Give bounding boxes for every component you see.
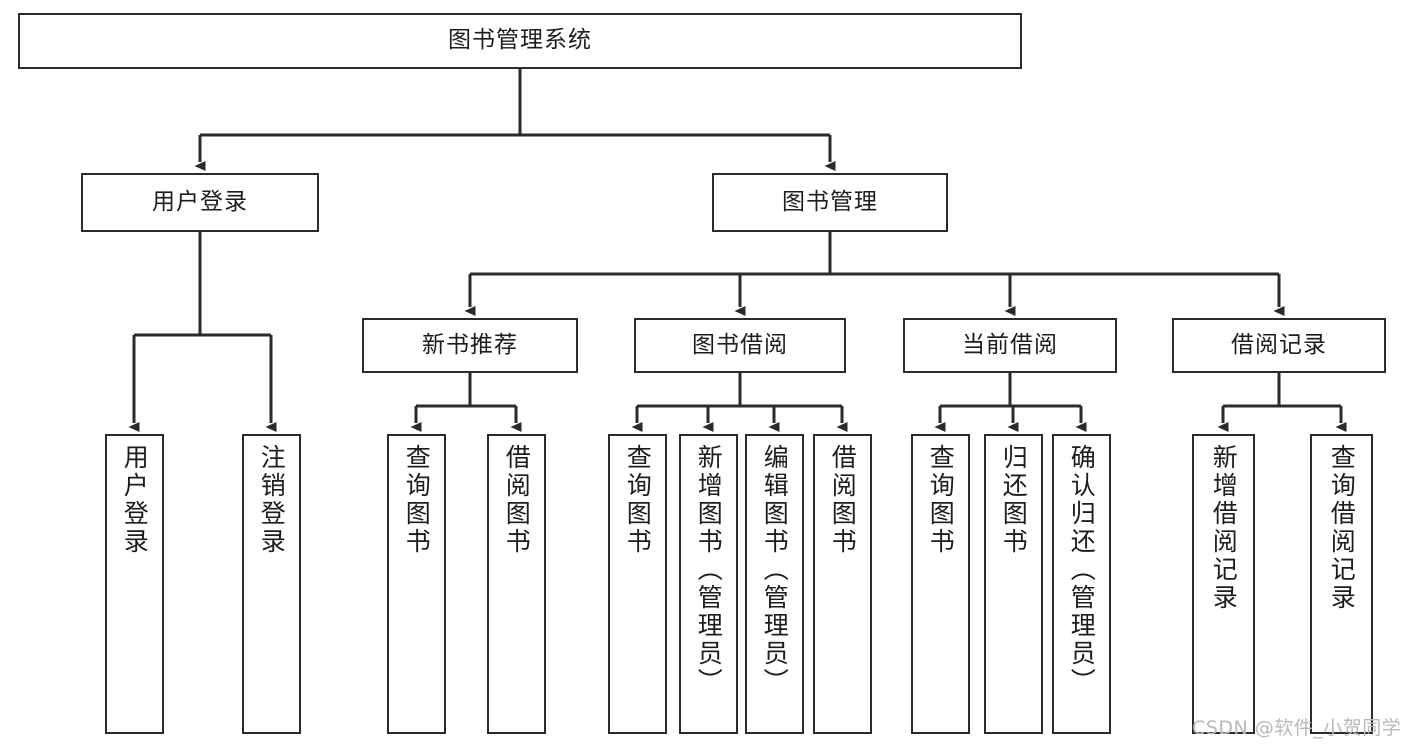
node-leaf-add-book-label: 新增图书（管理员） [694,444,724,696]
node-leaf-query-book-3[interactable]: 查询图书 [911,434,970,734]
node-new-book-rec-label: 新书推荐 [422,331,518,358]
node-book-borrow-label: 图书借阅 [692,331,788,358]
node-current-borrow[interactable]: 当前借阅 [903,318,1117,373]
node-book-admin[interactable]: 图书管理 [712,173,948,232]
node-leaf-query-record-label: 查询借阅记录 [1327,444,1357,612]
node-leaf-query-book-1[interactable]: 查询图书 [387,434,446,734]
node-user-login[interactable]: 用户登录 [81,173,319,232]
node-leaf-logout-label: 注销登录 [257,444,287,556]
csdn-watermark: CSDN @软件_小贺同学 [1192,717,1402,739]
node-leaf-query-book-2-label: 查询图书 [623,444,653,556]
node-leaf-user-login-label: 用户登录 [120,444,150,556]
node-root-label: 图书管理系统 [448,27,592,54]
node-leaf-logout[interactable]: 注销登录 [242,434,301,734]
node-leaf-add-book[interactable]: 新增图书（管理员） [679,434,738,734]
node-leaf-borrow-book-2[interactable]: 借阅图书 [813,434,872,734]
node-leaf-edit-book-label: 编辑图书（管理员） [760,444,790,696]
node-book-borrow[interactable]: 图书借阅 [634,318,846,373]
node-leaf-query-book-3-label: 查询图书 [926,444,956,556]
node-leaf-add-record[interactable]: 新增借阅记录 [1192,434,1255,734]
node-root[interactable]: 图书管理系统 [18,13,1022,69]
node-borrow-record[interactable]: 借阅记录 [1172,318,1386,373]
node-leaf-query-book-2[interactable]: 查询图书 [608,434,667,734]
node-leaf-query-book-1-label: 查询图书 [402,444,432,556]
node-leaf-edit-book[interactable]: 编辑图书（管理员） [745,434,804,734]
node-leaf-query-record[interactable]: 查询借阅记录 [1310,434,1373,734]
node-book-admin-label: 图书管理 [782,188,878,215]
node-leaf-confirm-return-label: 确认归还（管理员） [1067,444,1097,696]
node-leaf-borrow-book-1-label: 借阅图书 [502,444,532,556]
node-leaf-return-book-label: 归还图书 [999,444,1029,556]
node-leaf-borrow-book-1[interactable]: 借阅图书 [487,434,546,734]
node-user-login-label: 用户登录 [152,188,248,215]
node-leaf-return-book[interactable]: 归还图书 [984,434,1043,734]
node-leaf-borrow-book-2-label: 借阅图书 [828,444,858,556]
node-leaf-user-login[interactable]: 用户登录 [105,434,164,734]
node-borrow-record-label: 借阅记录 [1231,331,1327,358]
node-leaf-add-record-label: 新增借阅记录 [1209,444,1239,612]
node-leaf-confirm-return[interactable]: 确认归还（管理员） [1052,434,1111,734]
node-new-book-rec[interactable]: 新书推荐 [362,318,578,373]
node-current-borrow-label: 当前借阅 [962,331,1058,358]
